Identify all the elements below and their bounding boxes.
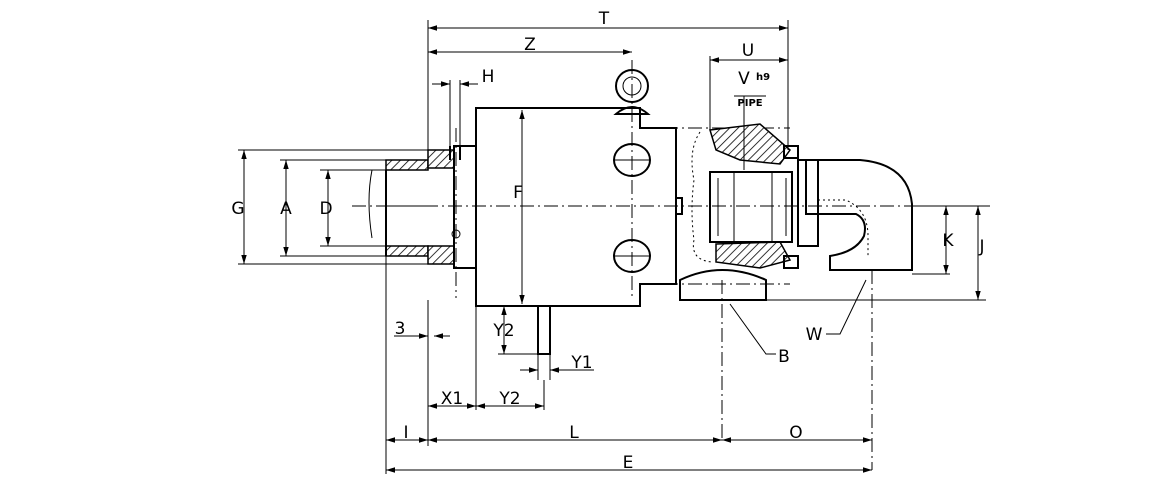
main-body <box>475 69 683 355</box>
label-T: T <box>598 9 610 29</box>
label-Y1: Y1 <box>570 353 592 373</box>
label-O: O <box>789 423 802 443</box>
label-D: D <box>319 199 332 219</box>
label-L: L <box>569 423 579 443</box>
label-I: I <box>403 423 408 443</box>
label-h9: h9 <box>756 72 770 83</box>
dimension-labels: T Z U H V h9 PIPE G A D F K J 3 Y2 Y1 B … <box>231 9 984 473</box>
label-V: V <box>738 69 750 89</box>
label-Y2-lower: Y2 <box>498 389 520 409</box>
label-Z: Z <box>524 35 536 55</box>
label-U: U <box>742 41 754 61</box>
label-K: K <box>942 231 954 251</box>
dimensions <box>238 20 986 474</box>
label-J: J <box>978 237 984 257</box>
label-X1: X1 <box>441 389 463 409</box>
label-B: B <box>778 347 790 367</box>
label-F: F <box>513 183 523 203</box>
label-pipe: PIPE <box>737 98 762 109</box>
label-W: W <box>806 325 823 345</box>
elbow-outlet <box>797 159 913 271</box>
label-3: 3 <box>395 319 406 339</box>
label-A: A <box>280 199 292 219</box>
inlet-nipple <box>368 145 477 269</box>
label-H: H <box>482 67 495 87</box>
label-G: G <box>231 199 244 219</box>
label-E: E <box>623 453 634 473</box>
seal-head <box>679 123 799 301</box>
label-Y2-upper: Y2 <box>492 321 514 341</box>
